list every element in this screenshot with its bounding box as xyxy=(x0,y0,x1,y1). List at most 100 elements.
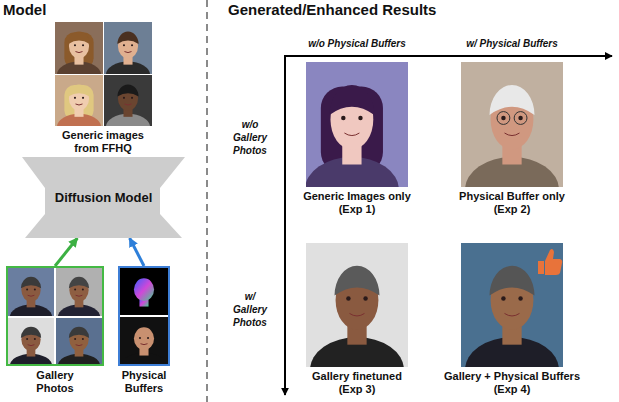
photo-area xyxy=(306,243,408,367)
face-photo xyxy=(55,75,103,126)
face-photo xyxy=(8,318,54,365)
eye xyxy=(147,337,149,339)
photo-frame xyxy=(118,266,170,366)
result-image: Gallery + Physical Buffers (Exp 4) xyxy=(437,243,587,396)
connector-arrow xyxy=(130,238,144,266)
eye xyxy=(131,97,133,99)
thumbs-up-icon xyxy=(538,249,562,275)
face-photo xyxy=(306,243,408,367)
gallery-group: Gallery Photos xyxy=(6,266,104,395)
eye xyxy=(123,44,125,46)
eye xyxy=(82,338,84,340)
caption-text: Gallery + Physical Buffers (Exp 4) xyxy=(437,370,587,396)
thumb-cuff xyxy=(538,261,544,274)
image-stack: Generic images from FFHQ xyxy=(53,22,153,155)
eye xyxy=(341,116,345,120)
face-photo xyxy=(461,243,563,367)
face-photo xyxy=(8,268,54,316)
mouth xyxy=(76,344,83,346)
caption-text: Generic images from FFHQ xyxy=(53,129,153,155)
hair-cap xyxy=(21,277,41,289)
eye xyxy=(358,116,362,120)
eye xyxy=(363,296,367,300)
hair-cap xyxy=(117,84,138,96)
face-photo xyxy=(461,62,563,187)
axis-arrow xyxy=(285,55,612,57)
eye xyxy=(518,296,522,300)
hair-cap xyxy=(117,32,138,44)
eye xyxy=(74,97,76,99)
mouth xyxy=(350,313,365,316)
hair-cap xyxy=(335,266,380,296)
axis-label: w/ Gallery Photos xyxy=(228,290,272,329)
buffer-group: Physical Buffers xyxy=(112,266,176,395)
eye xyxy=(139,337,141,339)
head xyxy=(134,327,154,350)
face-photo xyxy=(306,62,408,187)
eye xyxy=(123,97,125,99)
eye xyxy=(26,288,28,290)
eye xyxy=(26,338,28,340)
hair-cap xyxy=(69,277,89,289)
mouth xyxy=(505,133,520,136)
mouth xyxy=(75,104,82,105)
face-photo xyxy=(104,75,152,126)
mouth xyxy=(124,52,131,53)
face-photo xyxy=(56,268,102,316)
connector-arrow xyxy=(55,238,77,266)
caption-text: Gallery finetuned (Exp 3) xyxy=(302,370,412,396)
photo-area xyxy=(461,62,563,187)
eye xyxy=(82,44,84,46)
photo-area xyxy=(53,22,153,126)
hair-cap xyxy=(490,85,535,115)
hair-cap xyxy=(69,327,89,338)
axis-label: w/ Physical Buffers xyxy=(442,38,582,50)
eye xyxy=(131,44,133,46)
face-photo xyxy=(120,317,168,364)
glasses xyxy=(497,112,510,125)
mouth xyxy=(140,343,147,345)
result-image: Gallery finetuned (Exp 3) xyxy=(302,243,412,396)
mouth xyxy=(75,52,82,53)
mouth xyxy=(28,295,35,297)
face-photo xyxy=(56,318,102,365)
caption-text: Gallery Photos xyxy=(25,369,85,395)
face-photo xyxy=(55,22,103,74)
face-photo xyxy=(104,22,152,74)
eye xyxy=(82,288,84,290)
divider-line xyxy=(206,0,208,402)
eye xyxy=(74,288,76,290)
eye xyxy=(501,116,505,120)
head xyxy=(134,278,154,301)
result-image: Physical Buffer only (Exp 2) xyxy=(452,62,572,216)
panel-title: Generated/Enhanced Results xyxy=(228,1,488,19)
eye xyxy=(74,338,76,340)
axis-label: w/o Physical Buffers xyxy=(287,38,427,50)
mouth xyxy=(76,295,83,297)
photo-group xyxy=(8,22,563,402)
hair xyxy=(64,85,93,120)
glasses xyxy=(514,112,527,125)
eye xyxy=(74,44,76,46)
mouth xyxy=(28,344,35,346)
eye xyxy=(518,116,522,120)
mouth xyxy=(124,104,131,105)
caption-text: Physical Buffers xyxy=(112,369,176,395)
diffusion-block: Diffusion Model xyxy=(22,157,185,238)
thumb-hand xyxy=(545,249,562,275)
axis-label: w/o Gallery Photos xyxy=(228,118,272,157)
hair-cap xyxy=(329,85,374,115)
eye xyxy=(82,97,84,99)
photo-area xyxy=(461,243,563,367)
caption-text: Physical Buffer only (Exp 2) xyxy=(452,190,572,216)
mouth xyxy=(344,133,359,136)
hair-cap xyxy=(68,32,89,44)
block-label: Diffusion Model xyxy=(55,190,153,205)
hair xyxy=(64,32,93,68)
hair-cap xyxy=(68,84,89,96)
eye xyxy=(34,338,36,340)
result-image: Generic Images only (Exp 1) xyxy=(297,62,417,216)
photo-area xyxy=(306,62,408,187)
panel-title: Model xyxy=(3,1,123,19)
